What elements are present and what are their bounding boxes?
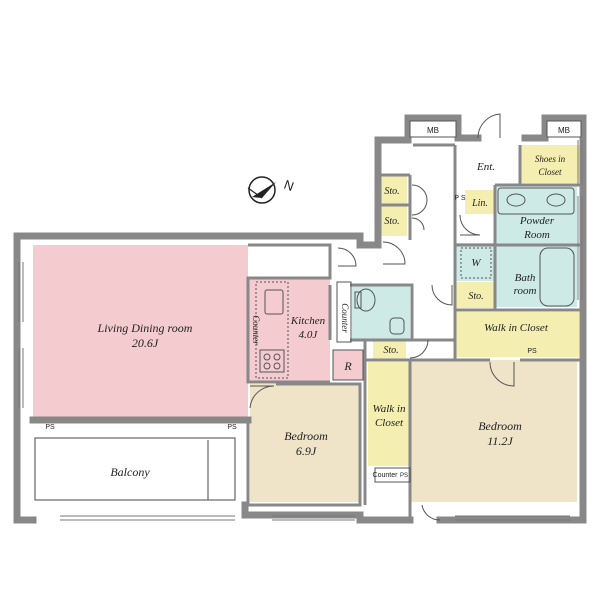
walls (13, 114, 587, 524)
counter-bottom-label: Counter (373, 472, 399, 479)
bedroom1-size: 6.9J (296, 444, 317, 458)
compass: N (247, 176, 296, 204)
balcony-area (35, 436, 235, 502)
balcony-name: Balcony (110, 465, 150, 479)
powder-line2: Room (523, 229, 550, 241)
ps-living2-label: PS (227, 424, 237, 431)
entrance-name: Ent. (476, 161, 495, 173)
bedroom1-area (250, 384, 360, 502)
washer-area (456, 243, 495, 281)
ps-living-label: PS (45, 424, 55, 431)
counter-left-label: Counter (251, 315, 261, 345)
balcony-rail (34, 437, 236, 501)
walk-in-closet1-area (456, 312, 579, 357)
living-dining-area (33, 245, 248, 420)
living-name: Living Dining room (97, 321, 193, 335)
wic2-line1: Walk in (373, 403, 406, 415)
refrigerator-area (333, 350, 363, 380)
bath-line2: room (514, 285, 537, 297)
kitchen-counter (255, 281, 289, 379)
ps-bottom-label: PS (400, 473, 408, 479)
mb-right-box (546, 120, 582, 138)
linen-area (465, 190, 495, 214)
washer-label: W (471, 257, 481, 269)
fixtures (255, 187, 575, 483)
mb-left-box (409, 120, 457, 138)
living-size: 20.6J (132, 336, 159, 350)
lin-label: Lin. (471, 198, 488, 209)
windows (18, 140, 583, 521)
kitchen-area (248, 278, 330, 382)
bath-line1: Bath (515, 272, 536, 284)
sto1-area (377, 175, 407, 205)
refrigerator-label: R (343, 359, 352, 373)
bath-room-area (495, 243, 577, 307)
kitchen-name: Kitchen (290, 315, 326, 327)
compass-label: N (282, 177, 296, 194)
room-labels: Living Dining room 20.6J Kitchen 4.0J Be… (45, 126, 570, 479)
sto4-area (373, 338, 406, 360)
wic1-name: Walk in Closet (484, 322, 549, 334)
bedroom2-size: 11.2J (487, 434, 513, 448)
sto3-label: Sto. (468, 291, 483, 302)
sto4-label: Sto. (383, 345, 398, 356)
sto2-area (377, 205, 407, 236)
north-arrow-icon (248, 176, 276, 204)
bedroom1-name: Bedroom (284, 429, 328, 443)
vanity (497, 187, 575, 215)
sto2-label: Sto. (384, 216, 399, 227)
shoes-line2: Closet (538, 167, 562, 177)
kitchen-sink (264, 289, 284, 315)
mb-right-label: MB (558, 126, 570, 135)
bathtub (539, 247, 575, 307)
shoes-closet-area (519, 145, 581, 183)
washer-box (460, 247, 492, 279)
bedroom2-area (410, 360, 577, 502)
shoes-line1: Shoes in (535, 154, 566, 164)
bedroom2-name: Bedroom (478, 419, 522, 433)
sto1-label: Sto. (384, 186, 399, 197)
inner-walls (246, 143, 580, 520)
stove (259, 349, 285, 373)
powder-line1: Powder (519, 215, 555, 227)
kitchen-size: 4.0J (299, 329, 319, 341)
toilet (356, 288, 376, 312)
wic2-line2: Closet (375, 417, 404, 429)
wc-area (352, 285, 410, 340)
walk-in-closet2-area (368, 362, 410, 466)
doors (249, 113, 515, 521)
ps-entry-label: P S (454, 195, 465, 202)
sto3-area (456, 282, 495, 308)
wc-sink (389, 317, 405, 335)
ps-wic-label: PS (527, 348, 537, 355)
mb-left-label: MB (427, 126, 439, 135)
counter-kitchen-label: Counter (340, 303, 350, 333)
